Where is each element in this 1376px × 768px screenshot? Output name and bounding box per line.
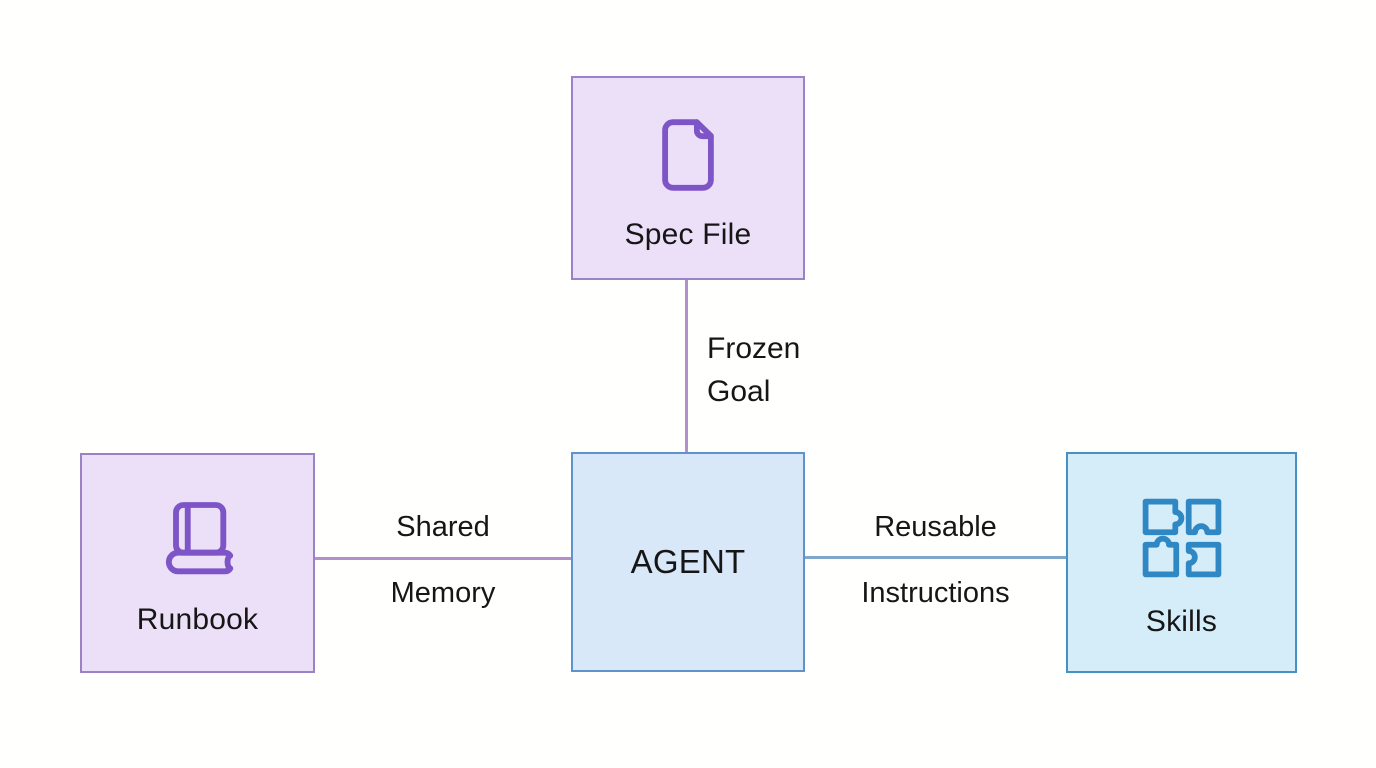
edge-label-line: Goal: [707, 375, 771, 408]
edge-label-reusable: Reusable: [874, 511, 997, 543]
edge-agent-skills: [805, 556, 1066, 559]
edge-label-frozen-goal: Frozen Goal: [707, 327, 800, 413]
file-icon: [662, 119, 714, 191]
node-agent: AGENT: [571, 452, 805, 672]
edge-runbook-agent: [315, 557, 571, 560]
node-skills: Skills: [1066, 452, 1297, 673]
book-icon: [165, 502, 233, 575]
node-label-skills: Skills: [1145, 604, 1218, 638]
puzzle-icon: [1142, 498, 1221, 577]
edge-label-shared: Shared: [396, 511, 490, 543]
edge-label-instructions: Instructions: [861, 577, 1010, 609]
edge-specfile-agent: [685, 280, 688, 452]
node-runbook: Runbook: [80, 453, 315, 673]
edge-label-line: Frozen: [707, 332, 801, 365]
node-label-runbook: Runbook: [136, 603, 259, 636]
node-label-agent: AGENT: [630, 543, 746, 580]
node-label-spec-file: Spec File: [624, 218, 752, 251]
node-spec-file: Spec File: [571, 76, 805, 280]
edge-label-memory: Memory: [390, 577, 496, 609]
